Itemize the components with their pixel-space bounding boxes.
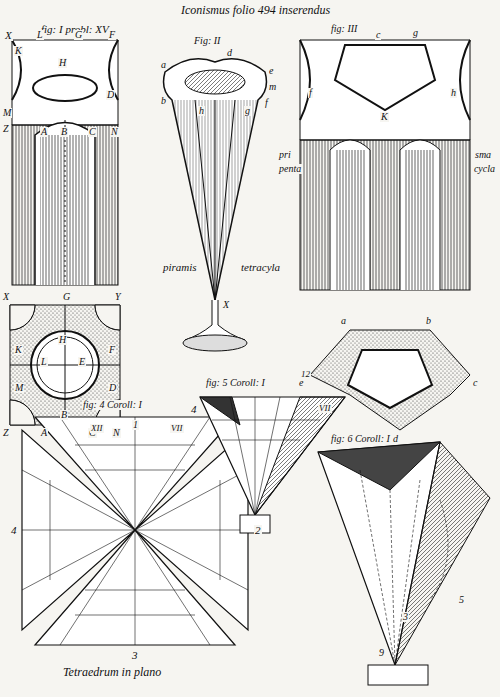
figure-label: piramis <box>162 262 198 273</box>
figure-label: K <box>14 46 23 56</box>
figure-label: e <box>268 66 274 76</box>
figure-label: c <box>375 30 381 40</box>
figure-label: 2 <box>254 525 262 536</box>
figure-label: B <box>60 127 68 137</box>
figure-label: A <box>40 127 48 137</box>
figure-label: h <box>198 106 205 116</box>
plate-title: Iconismus folio 494 inserendus <box>180 4 331 16</box>
figure-label: b <box>160 96 167 106</box>
figure-label: L <box>40 357 48 367</box>
figure-label: 4 <box>10 525 18 536</box>
figure-label: f <box>264 98 269 108</box>
figure-label: d <box>392 434 399 444</box>
figure-label: fig: III <box>330 24 358 34</box>
figure-label: penta <box>278 164 302 174</box>
figure-label: cycla <box>473 164 496 174</box>
figure-label: VII <box>170 424 184 433</box>
figure-label: 5 <box>458 595 465 605</box>
figure-label: fig: 4 Coroll: I <box>82 400 143 410</box>
figure-label: VII <box>318 404 332 413</box>
figure-label: m <box>268 82 277 92</box>
figure-label: sma <box>474 150 492 160</box>
figure-label: 4 <box>190 404 198 415</box>
figure-label: X <box>2 292 10 302</box>
figure-label: 9 <box>378 648 385 658</box>
figure-label: a <box>340 316 347 326</box>
figure-label: a <box>160 60 167 70</box>
figure-label: D <box>106 90 115 100</box>
figure-label: 12 <box>300 370 311 379</box>
figure-label: Tetraedrum in plano <box>62 666 162 678</box>
figure-label: g <box>244 106 251 116</box>
figure-label: A <box>40 428 48 438</box>
figure-label: C <box>88 127 97 137</box>
figure-label: XII <box>90 424 104 433</box>
figure-label: G <box>74 30 83 40</box>
figure-label: e <box>298 378 304 388</box>
figure-label: D <box>108 383 117 393</box>
figure-label: c <box>472 378 478 388</box>
figure-label: f <box>308 88 313 98</box>
figure-label: K <box>14 345 23 355</box>
figure-label: d <box>226 48 233 58</box>
figure-label: M <box>2 108 12 118</box>
figure-label: N <box>110 127 119 137</box>
figure-label: B <box>60 410 68 420</box>
figure-label: Z <box>2 428 10 438</box>
figure-label: fig: 6 Coroll: I <box>330 434 391 444</box>
figure-label: Y <box>114 292 122 302</box>
figure-label: pri <box>278 150 292 160</box>
figure-label: g <box>412 28 419 38</box>
figure-label: N <box>112 428 121 438</box>
figure-label: X <box>4 30 13 41</box>
figure-label: Z <box>2 124 10 134</box>
figure-label: H <box>58 58 67 68</box>
figure-label: h <box>450 88 457 98</box>
figure-label: fig: 5 Coroll: I <box>205 378 266 388</box>
figure-label: tetracyla <box>240 262 281 273</box>
figure-label: 3 <box>402 612 409 622</box>
figure-label: X <box>222 300 230 310</box>
figure-label: E <box>78 357 86 367</box>
figure-label: G <box>62 292 71 302</box>
figure-label: L <box>36 30 44 40</box>
figure-label: M <box>14 383 24 393</box>
figure-label: 3 <box>131 650 139 661</box>
figure-label: F <box>108 30 116 40</box>
figure-label: Fig: II <box>193 36 221 46</box>
figure-label: F <box>108 345 116 355</box>
figure-label: b <box>425 316 432 326</box>
figure-label: 1 <box>132 420 139 430</box>
figure-label: K <box>380 112 389 122</box>
figure-label: H <box>58 335 67 345</box>
